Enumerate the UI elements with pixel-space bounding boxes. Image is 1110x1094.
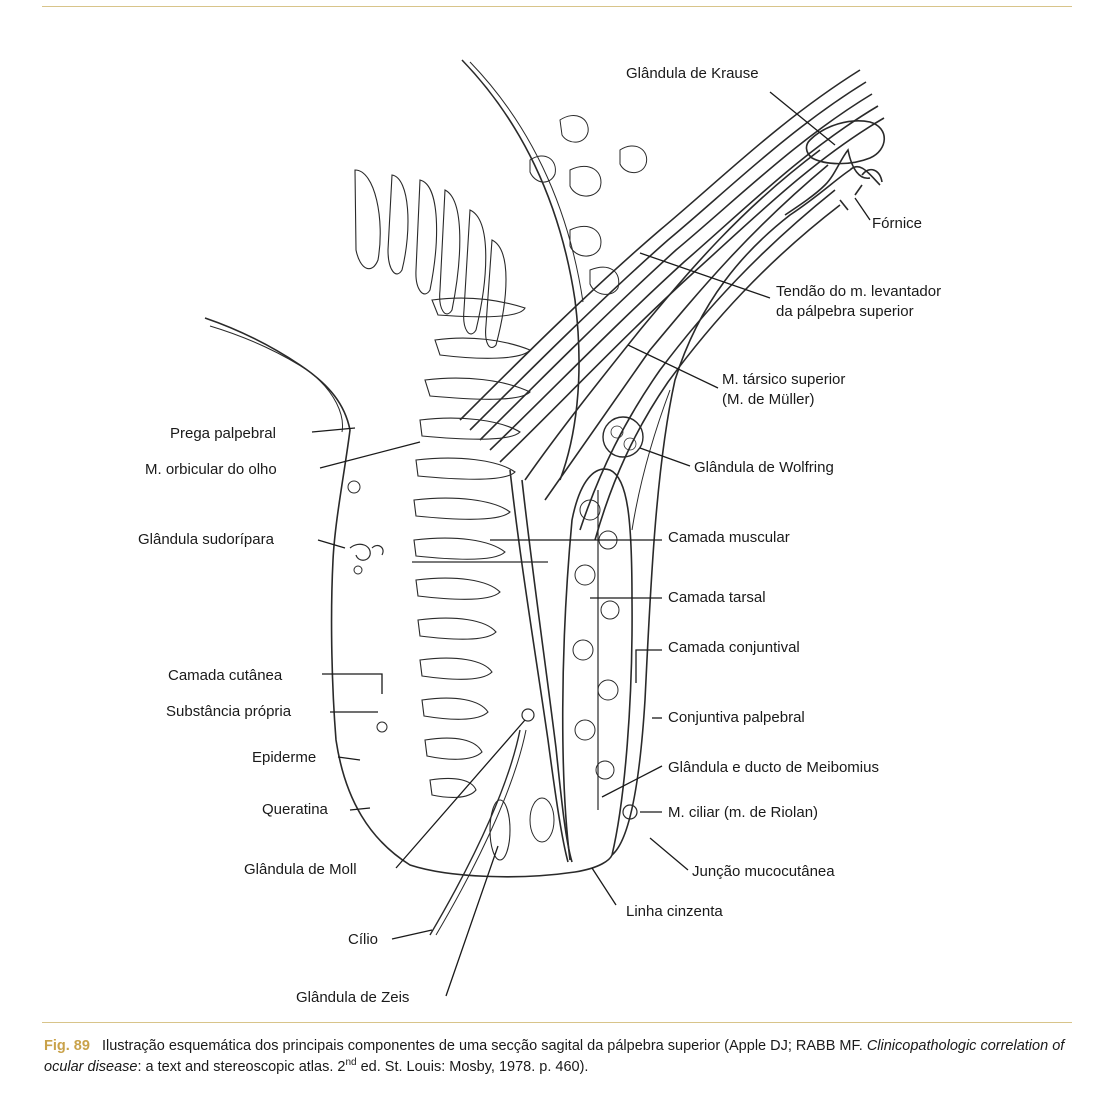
- label-cilio: Cílio: [348, 931, 379, 948]
- label-tarsico-1: M. társico superior: [722, 371, 846, 388]
- label-tendao-1: Tendão do m. levantador: [776, 283, 942, 300]
- caption-text-c: ed. St. Louis: Mosby, 1978. p. 460).: [356, 1059, 589, 1075]
- label-ciliar: M. ciliar (m. de Riolan): [668, 804, 819, 821]
- label-substancia-propria: Substância própria: [166, 703, 292, 720]
- label-conjuntiva-palpebral: Conjuntiva palpebral: [668, 709, 805, 726]
- label-linha-cinzenta: Linha cinzenta: [626, 903, 723, 920]
- label-queratina: Queratina: [262, 801, 328, 818]
- label-fornice: Fórnice: [872, 215, 923, 232]
- label-epiderme: Epiderme: [252, 749, 317, 766]
- cilium: [429, 729, 521, 936]
- label-moll: Glândula de Moll: [244, 861, 357, 878]
- tarsal-plate: [561, 468, 633, 861]
- caption-title-italic: Clinicopathologic correlation of ocular …: [44, 1038, 1065, 1075]
- label-camada-conjuntival: Camada conjuntival: [668, 639, 800, 656]
- label-wolfring: Glândula de Wolfring: [694, 459, 834, 476]
- label-juncao: Junção mucocutânea: [692, 863, 835, 880]
- label-glandula-krause: Glândula de Krause: [626, 65, 759, 82]
- label-camada-cutanea: Camada cutânea: [168, 667, 283, 684]
- sweat-gland: [349, 543, 371, 561]
- label-tarsico-2: (M. de Müller): [722, 391, 815, 408]
- label-tendao-2: da pálpebra superior: [776, 303, 914, 320]
- conjunctiva-contour: [611, 169, 851, 856]
- caption-rule: [42, 1022, 1072, 1023]
- label-meibomius: Glândula e ducto de Meibomius: [668, 759, 879, 776]
- label-zeis: Glândula de Zeis: [296, 989, 410, 1006]
- caption-superscript: nd: [345, 1057, 357, 1069]
- caption-text-b: : a text and stereoscopic atlas. 2: [137, 1059, 346, 1075]
- wolfring-gland: [602, 416, 644, 458]
- figure-number: Fig. 89: [44, 1038, 90, 1054]
- figure-caption: Fig. 89 Ilustração esquemática dos princi…: [44, 1036, 1074, 1078]
- caption-text-a: Ilustração esquemática dos principais co…: [101, 1038, 867, 1054]
- top-rule: [42, 6, 1072, 7]
- label-camada-muscular: Camada muscular: [668, 529, 790, 546]
- label-camada-tarsal: Camada tarsal: [668, 589, 766, 606]
- label-orbicular: M. orbicular do olho: [145, 461, 277, 478]
- label-sudoripara: Glândula sudorípara: [138, 531, 274, 548]
- eyelid-section-illustration: [204, 59, 886, 997]
- skin-contour: [204, 317, 613, 878]
- label-prega: Prega palpebral: [170, 425, 276, 442]
- krause-gland: [805, 120, 886, 165]
